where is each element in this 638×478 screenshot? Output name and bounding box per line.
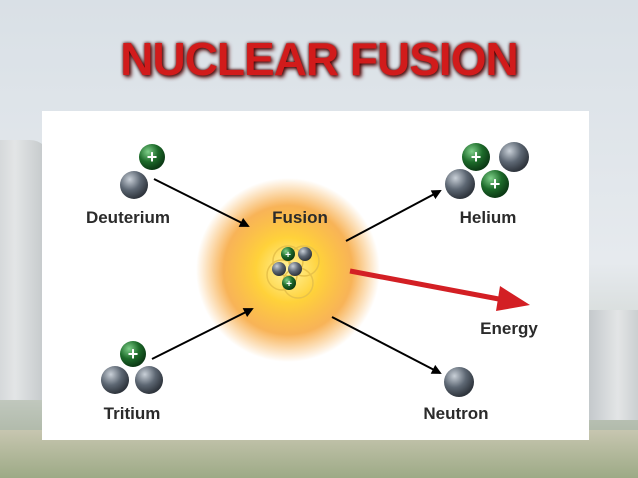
label-energy: Energy [480, 319, 538, 338]
slide-title: NUCLEAR FUSION [120, 33, 518, 85]
label-tritium: Tritium [104, 404, 161, 423]
svg-text:+: + [147, 147, 158, 167]
arrow-fusion-to-neutron [331, 316, 442, 374]
proton-icon [481, 170, 509, 198]
proton-icon [139, 144, 165, 170]
diagram-panel: + Deuterium + Tritium Fusion + + [42, 111, 589, 440]
building-right [588, 310, 638, 420]
deuterium-nucleus: + [120, 144, 165, 199]
cooling-tower-left [0, 140, 50, 400]
neutron-icon [445, 169, 475, 199]
neutron-icon [499, 142, 529, 172]
proton-icon [120, 341, 146, 367]
helium-nucleus: + + [445, 142, 529, 199]
svg-text:+: + [471, 147, 482, 167]
tritium-nucleus: + [101, 341, 163, 394]
neutron-icon [135, 366, 163, 394]
label-deuterium: Deuterium [86, 208, 170, 227]
label-fusion: Fusion [272, 208, 328, 227]
svg-text:+: + [285, 250, 291, 261]
proton-icon [282, 276, 296, 290]
neutron-icon [298, 247, 312, 261]
label-neutron: Neutron [423, 404, 488, 423]
energy-arrow [349, 268, 530, 311]
neutron-icon [288, 262, 302, 276]
svg-text:+: + [128, 344, 139, 364]
free-neutron-icon [444, 367, 474, 397]
arrow-tritium-to-fusion [151, 308, 254, 360]
proton-icon [281, 247, 295, 261]
svg-text:+: + [490, 174, 501, 194]
arrow-deuterium-to-fusion [153, 178, 250, 227]
neutron-icon [120, 171, 148, 199]
fusion-diagram: + Deuterium + Tritium Fusion + + [86, 142, 538, 423]
svg-text:+: + [286, 279, 292, 290]
fusion-cluster: + + [266, 245, 320, 299]
arrow-fusion-to-helium [345, 190, 442, 242]
neutron-icon [101, 366, 129, 394]
label-helium: Helium [460, 208, 517, 227]
proton-icon [462, 143, 490, 171]
neutron-icon [272, 262, 286, 276]
